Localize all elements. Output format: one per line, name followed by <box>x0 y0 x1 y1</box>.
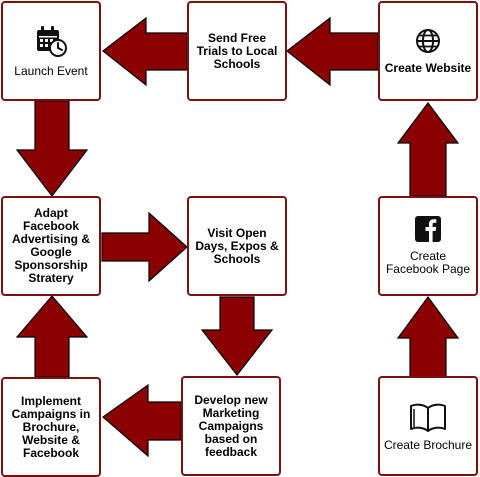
create-facebook-page-box: Create Facebook Page <box>378 196 478 296</box>
create-facebook-page-label: Create Facebook Page <box>385 249 471 276</box>
develop-campaigns-box: Develop new Marketing Campaigns based on… <box>181 376 281 476</box>
create-website-label: Create Website <box>384 60 472 75</box>
visit-open-days-box: Visit Open Days, Expos & Schools <box>187 196 287 296</box>
arrow-develop-to-implement <box>102 383 182 458</box>
arrow-facebook-page-to-website <box>396 102 460 197</box>
adapt-facebook-label: Adapt Facebook Advertising & Google Spon… <box>11 206 90 285</box>
launch-event-label: Launch Event <box>14 63 88 78</box>
arrow-free-trials-to-launch <box>102 16 188 87</box>
develop-campaigns-label: Develop new Marketing Campaigns based on… <box>194 392 268 459</box>
calendar-clock-icon <box>37 25 67 57</box>
implement-campaigns-label: Implement Campaigns in Brochure, Website… <box>11 393 91 460</box>
implement-campaigns-box: Implement Campaigns in Brochure, Website… <box>1 377 101 477</box>
adapt-facebook-box: Adapt Facebook Advertising & Google Spon… <box>1 196 101 296</box>
arrow-brochure-to-facebook-page <box>396 295 460 378</box>
create-website-box: Create Website <box>378 1 478 101</box>
create-brochure-box: Create Brochure <box>378 376 478 476</box>
facebook-icon <box>415 216 441 242</box>
send-free-trials-box: Send Free Trials to Local Schools <box>187 1 287 101</box>
send-free-trials-label: Send Free Trials to Local Schools <box>196 30 278 71</box>
arrow-implement-to-adapt <box>15 295 89 378</box>
arrow-website-to-free-trials <box>286 16 379 87</box>
launch-event-box: Launch Event <box>1 1 101 101</box>
globe-icon <box>416 28 440 53</box>
arrow-visit-to-develop <box>200 296 274 376</box>
arrow-launch-to-adapt <box>15 100 89 197</box>
create-brochure-label: Create Brochure <box>383 437 473 452</box>
book-icon <box>410 403 446 432</box>
arrow-adapt-to-visit <box>101 211 188 283</box>
visit-open-days-label: Visit Open Days, Expos & Schools <box>195 225 279 266</box>
